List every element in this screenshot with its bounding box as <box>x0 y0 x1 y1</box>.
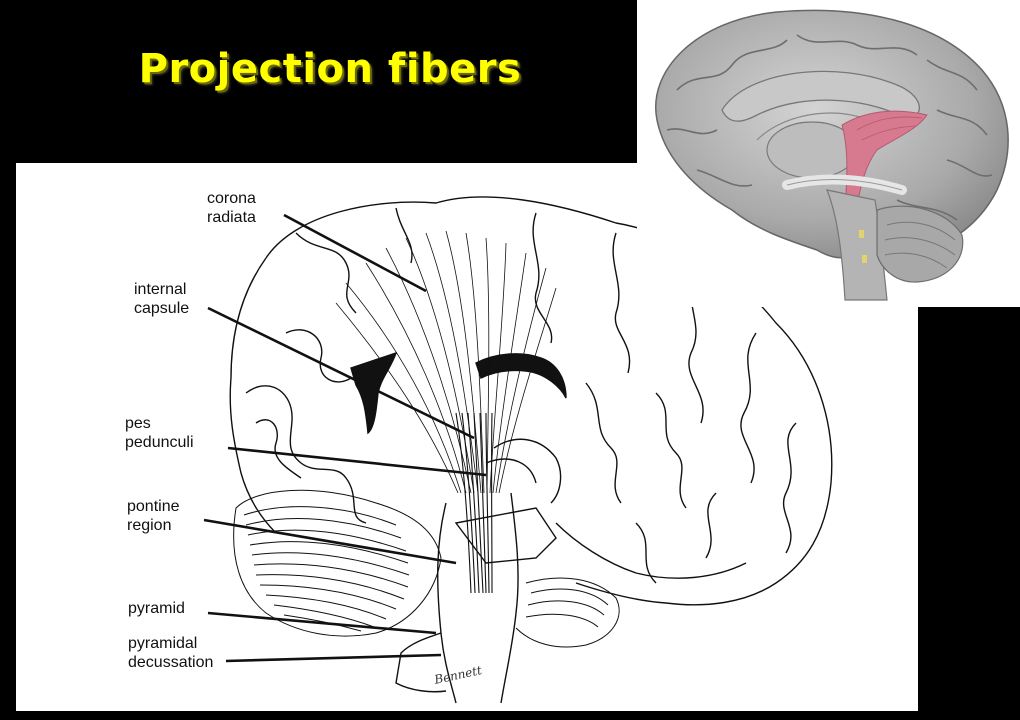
lateral-ventricle-right <box>475 353 567 399</box>
cerebellum <box>233 489 442 637</box>
label-pyramid: pyramid <box>128 600 185 617</box>
pointer-internal-capsule <box>207 306 475 440</box>
label-corona-radiata: corona radiata <box>207 190 256 226</box>
pointer-pyramid <box>207 611 437 635</box>
label-pyramidal-decussation: pyramidal decussation <box>128 635 214 671</box>
label-internal-capsule: internal capsule <box>134 281 190 317</box>
slide-title: Projection fibers <box>138 46 522 92</box>
hemisphere-outline <box>265 196 833 606</box>
pointer-pyramidal-decussation <box>225 653 442 663</box>
pointer-pes-pedunculi <box>227 446 487 477</box>
brainstem-outline <box>437 502 457 704</box>
sagittal-brain-illustration <box>655 9 1009 301</box>
pointer-corona-radiata <box>283 213 427 293</box>
brain-line-drawing <box>203 196 833 704</box>
label-pes-pedunculi: pes pedunculi <box>125 415 194 451</box>
label-pontine-region: pontine region <box>127 498 180 534</box>
pointer-pontine-region <box>203 518 457 565</box>
label-pointers <box>203 213 487 663</box>
lateral-ventricle-left <box>350 351 398 435</box>
cerebellum-inset <box>876 205 964 283</box>
brain-sagittal-inset <box>637 0 1020 307</box>
